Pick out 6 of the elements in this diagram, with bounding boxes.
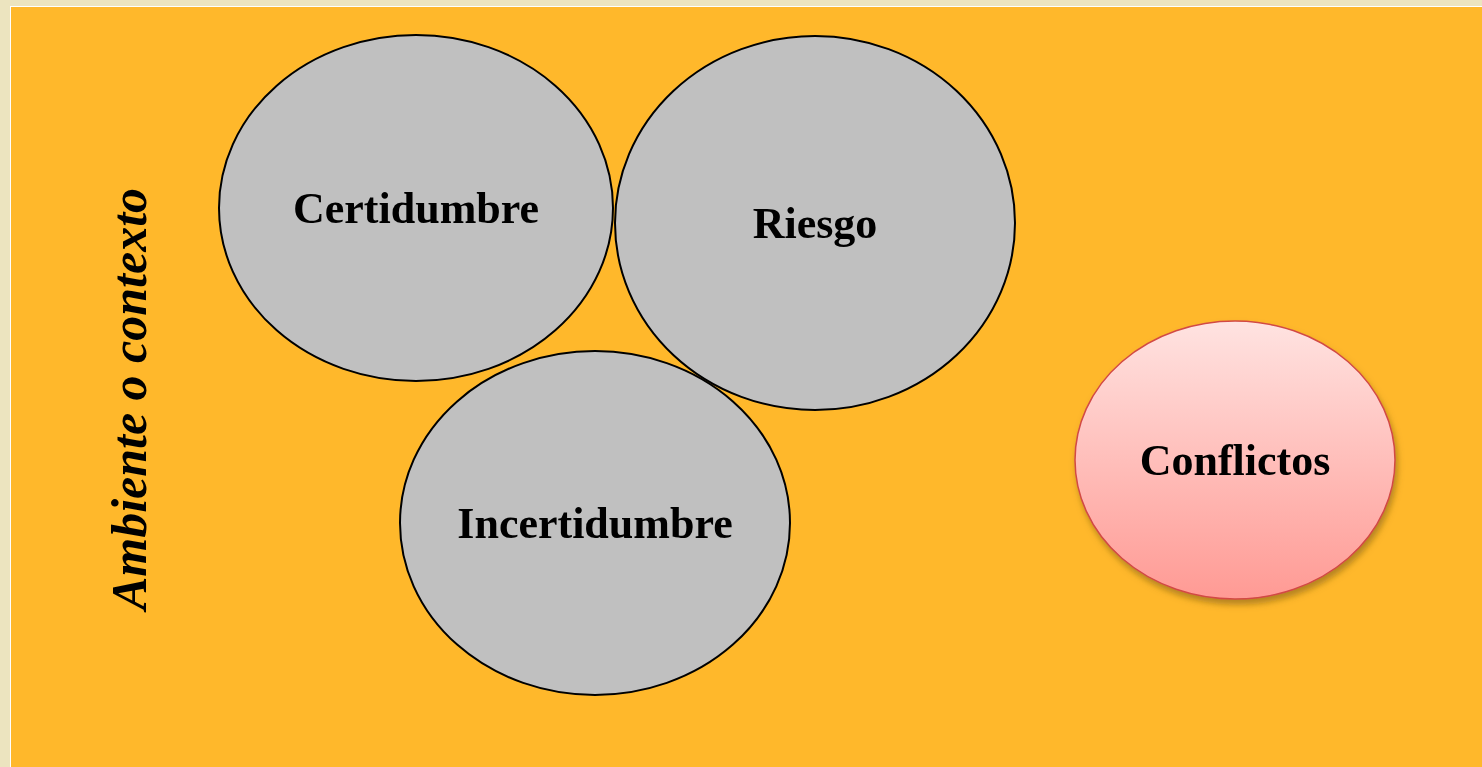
panel-title: Ambiente o contexto bbox=[100, 187, 158, 611]
concept-label: Conflictos bbox=[1139, 434, 1331, 486]
context-panel bbox=[10, 6, 1482, 767]
concept-label: Riesgo bbox=[752, 197, 878, 249]
concept-label: Incertidumbre bbox=[457, 497, 733, 549]
concept-label: Certidumbre bbox=[293, 182, 539, 234]
